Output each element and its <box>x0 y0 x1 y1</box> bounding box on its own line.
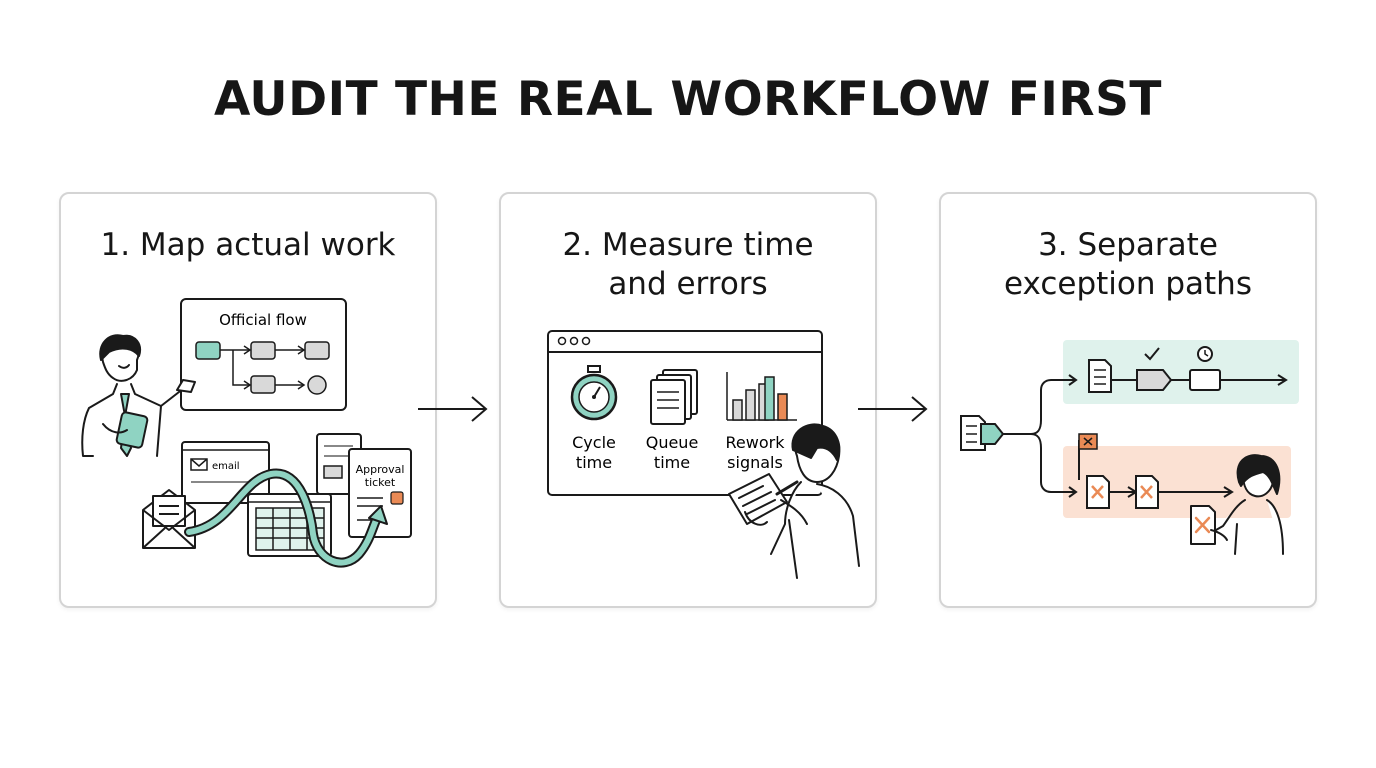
source-document-icon <box>960 415 1005 451</box>
exception-path-flow <box>1078 433 1234 509</box>
exception-paths-illustration <box>960 340 1299 555</box>
metric-rework-label: Rework <box>726 433 786 452</box>
happy-path-lane <box>1063 340 1299 404</box>
step-1-title: 1. Map actual work <box>61 226 435 265</box>
step-1-panel: 1. Map actual work Official flow <box>59 192 437 608</box>
right-arrow-icon-2 <box>858 396 928 422</box>
squiggle-path-arrow <box>184 468 388 568</box>
measure-time-illustration: Cycle time Queue time Rework signals <box>547 330 860 579</box>
step-3-title-line2: exception paths <box>1004 266 1252 302</box>
happy-path-flow <box>1088 346 1288 393</box>
documents-stack-icon <box>650 369 698 425</box>
page-title: AUDIT THE REAL WORKFLOW FIRST <box>213 72 1162 127</box>
step-2-title-line2: and errors <box>608 266 768 302</box>
metric-queue-label-line2: time <box>654 453 690 472</box>
step-1-title-text: 1. Map actual work <box>100 227 396 263</box>
metric-rework-label-line2: signals <box>727 453 783 472</box>
person-writing-illustration <box>728 423 860 579</box>
person-reviewing-illustration <box>1190 454 1284 555</box>
email-label: email <box>212 461 240 472</box>
bar-chart-icon <box>726 372 797 421</box>
metric-cycle-label: Cycle <box>572 433 616 452</box>
map-actual-work-illustration: Official flow <box>81 298 412 568</box>
official-flow-label: Official flow <box>219 311 307 329</box>
official-flow-chart: Official flow <box>180 298 347 411</box>
envelope-icon <box>142 489 196 549</box>
right-arrow-icon <box>418 396 488 422</box>
approval-ticket: Approval ticket <box>348 448 412 538</box>
person-pointing-illustration <box>81 334 196 457</box>
step-3-title-line1: 3. Separate <box>1038 227 1218 263</box>
approval-label: Approval <box>356 463 405 476</box>
metric-cycle-label-line2: time <box>576 453 612 472</box>
step-2-title-line1: 2. Measure time <box>562 227 814 263</box>
ticket-label: ticket <box>365 476 396 489</box>
metric-queue-label: Queue <box>646 433 699 452</box>
exception-path-lane <box>1063 446 1291 518</box>
stopwatch-icon <box>570 365 618 421</box>
